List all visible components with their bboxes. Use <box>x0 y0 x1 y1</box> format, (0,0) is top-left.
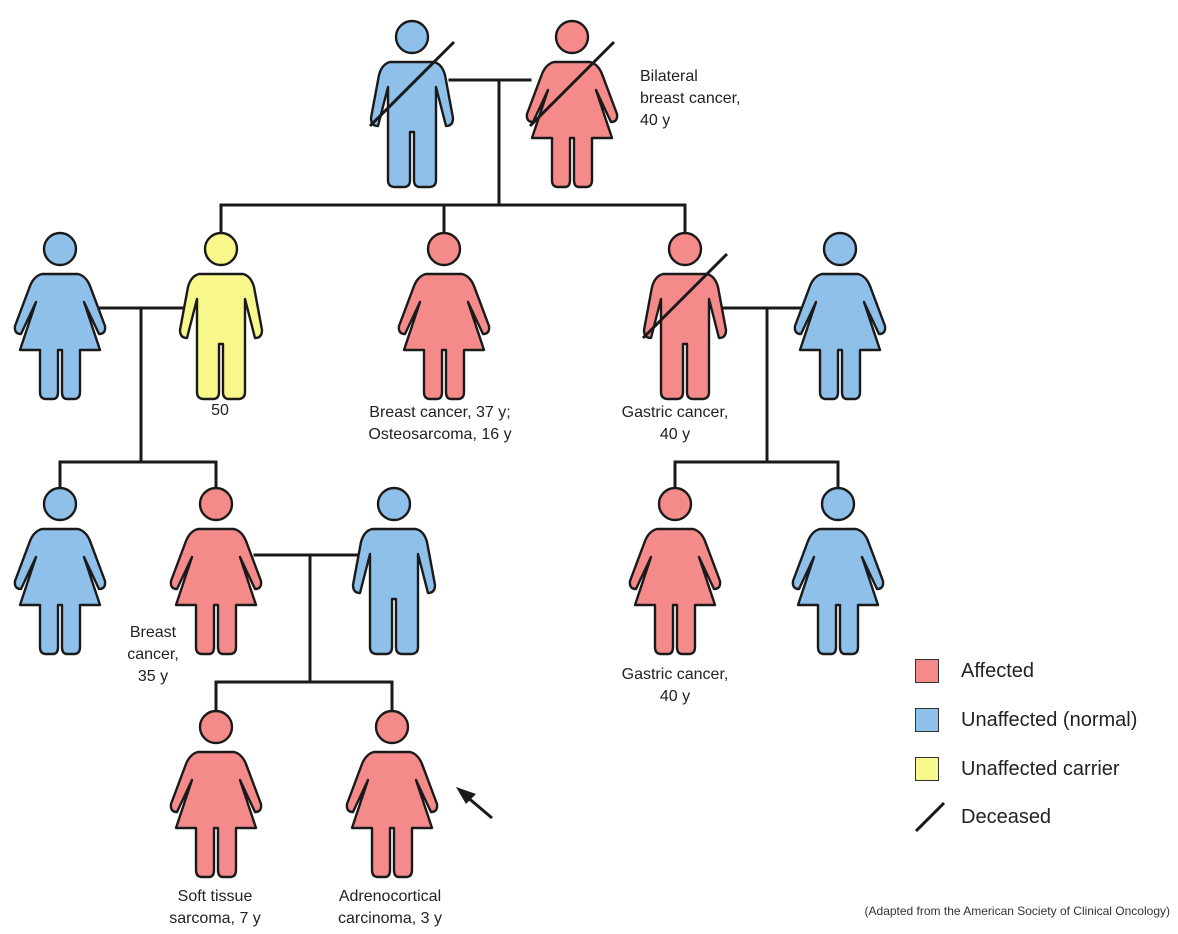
source-credit: (Adapted from the American Society of Cl… <box>864 904 1170 918</box>
label-gen4-sister: Soft tissue sarcoma, 7 y <box>169 888 261 927</box>
gen2-son-gastric-male-affected-icon <box>642 231 728 401</box>
gen1-father-male-unaffected-icon <box>369 19 455 189</box>
deceased-slash-icon <box>915 802 945 832</box>
label-gen2-son-gastric: Gastric cancer, 40 y <box>621 404 729 443</box>
gen3-cousin-1-female-affected-icon <box>628 486 722 656</box>
legend-swatch-unaffected <box>915 708 939 732</box>
family-connection-lines <box>58 78 840 712</box>
legend-swatch-affected <box>915 659 939 683</box>
gen2-spouse-wife-female-unaffected-icon <box>13 231 107 401</box>
gen2-daughter-female-affected-icon <box>397 231 491 401</box>
label-gen4-proband: Adrenocortical carcinoma, 3 y <box>337 888 443 927</box>
label-gen1-mother: Bilateral breast cancer, 40 y <box>640 68 741 129</box>
legend-item-carrier: Unaffected carrier <box>915 754 1120 784</box>
family-members <box>13 19 887 879</box>
gen3-daughter-1-female-unaffected-icon <box>13 486 107 656</box>
gen1-mother-female-affected-icon <box>525 19 619 189</box>
gen1-father-deceased-slash <box>368 40 456 128</box>
label-gen2-carrier-age: 50 <box>211 402 229 419</box>
proband-gen4-proband-female-affected-icon <box>345 709 439 879</box>
gen1-mother-deceased-slash <box>528 40 616 128</box>
gen3-daughter-2-female-affected-icon <box>169 486 263 656</box>
label-gen3-cousin: Gastric cancer, 40 y <box>621 666 729 705</box>
label-gen3-mother: Breast cancer, 35 y <box>127 624 179 685</box>
gen3-cousin-2-female-unaffected-icon <box>791 486 885 656</box>
label-gen2-daughter: Breast cancer, 37 y; Osteosarcoma, 16 y <box>368 404 512 443</box>
gen2-son-gastric-deceased-slash <box>641 252 729 340</box>
legend-swatch-carrier <box>915 757 939 781</box>
gen2-spouse-wife-2-female-unaffected-icon <box>793 231 887 401</box>
gen2-carrier-son-male-carrier-icon <box>178 231 264 401</box>
legend-item-unaffected: Unaffected (normal) <box>915 705 1137 735</box>
legend-item-deceased: Deceased <box>915 802 1051 832</box>
gen4-sister-female-affected-icon <box>169 709 263 879</box>
gen3-spouse-husband-male-unaffected-icon <box>351 486 437 656</box>
legend-item-affected: Affected <box>915 656 1034 686</box>
proband-arrow <box>456 787 493 820</box>
